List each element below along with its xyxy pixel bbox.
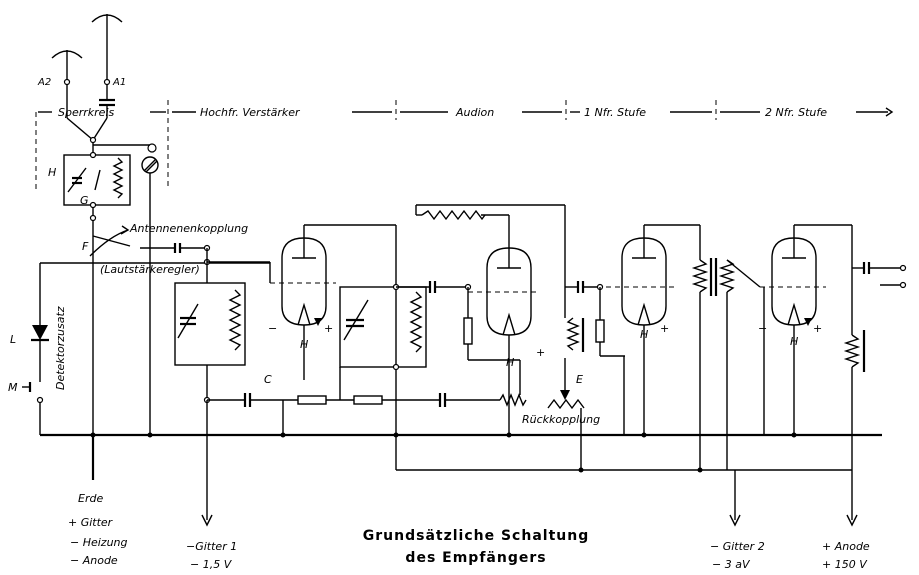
tube-2-plus: + (536, 346, 545, 359)
tube-1-plus: + (324, 322, 333, 335)
label-volume-control: (Lautstärkeregler) (100, 263, 200, 276)
tube-4-label: H (790, 335, 798, 348)
ground-bus (40, 287, 882, 473)
terminal-leads (91, 400, 858, 527)
tuned-circuit-1 (174, 248, 246, 404)
tube-3-label: H (640, 328, 648, 341)
antenna-a2 (51, 50, 83, 118)
label-h-trap: H (48, 166, 56, 179)
label-antenna-coupling: Antennenenkopplung (129, 222, 248, 235)
terminal-grid2: − Gitter 2 (710, 540, 765, 553)
label-e: E (576, 373, 583, 386)
feedback-coil (415, 204, 585, 470)
label-m: M (8, 381, 18, 394)
terminal-anode: + Anode (822, 540, 870, 553)
label-feedback: Rückkopplung (522, 413, 600, 426)
bias-line (207, 367, 527, 407)
tuned-circuit-2 (339, 283, 427, 371)
section-nf-stage-2: 2 Nfr. Stufe (765, 106, 827, 119)
caption-line-2: des Empfängers (405, 550, 546, 566)
terminal-ground-anode: − Anode (70, 554, 118, 567)
antenna-a1 (91, 14, 123, 118)
tube-4-plus: + (813, 322, 822, 335)
section-sperrkreis: Sperrkreis (58, 106, 114, 119)
caption-line-1: Grundsätzliche Schaltung (363, 528, 589, 544)
label-g: G (80, 194, 89, 207)
detector-addon (22, 262, 270, 435)
tube-1-label: H (300, 338, 308, 351)
terminal-grid1: −Gitter 1 (186, 540, 237, 553)
tube-2-label: H (506, 356, 514, 369)
tube-1-hf (270, 225, 336, 380)
terminal-grid2-voltage: − 3 aV (712, 558, 751, 570)
label-detector: Detektorzusatz (54, 306, 67, 390)
section-nf-stage-1: 1 Nfr. Stufe (584, 106, 646, 119)
terminal-ground-heater: − Heizung (70, 536, 128, 549)
label-f: F (82, 240, 89, 253)
tube-3-plus: + (660, 322, 669, 335)
antenna-coupling (89, 225, 211, 257)
terminal-grid1-voltage: − 1,5 V (190, 558, 233, 570)
terminal-ground: Erde (78, 492, 103, 505)
label-l: L (10, 333, 16, 346)
tube-4-minus: − (758, 322, 767, 335)
tube-1-minus: − (268, 322, 277, 335)
tube-4-nf2 (760, 224, 907, 520)
terminal-anode-voltage: + 150 V (822, 558, 868, 570)
section-hf-amplifier: Hochfr. Verstärker (200, 106, 301, 119)
section-header (35, 100, 894, 190)
label-c: C (264, 373, 272, 386)
tube-2-audion (463, 247, 540, 435)
section-audion: Audion (455, 106, 494, 119)
tube-3-nf1 (565, 224, 761, 470)
antenna-a1-label: A1 (112, 77, 126, 88)
antenna-a2-label: A2 (37, 77, 51, 88)
terminal-ground-grid: + Gitter (68, 516, 114, 529)
wave-trap (63, 117, 159, 435)
